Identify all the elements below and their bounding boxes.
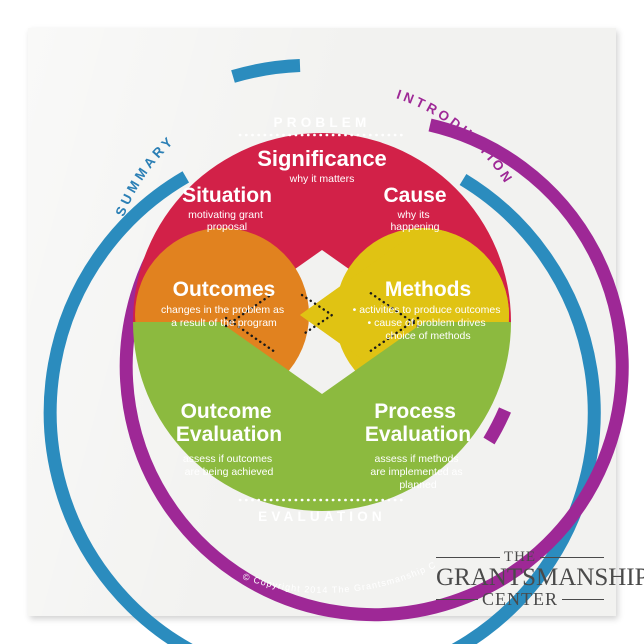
problem-item-cause-subtitle: why its happening	[390, 209, 439, 233]
evaluation-item-process-subtitle: assess if methods are implemented as pla…	[370, 453, 465, 491]
problem-item-cause-title: Cause	[383, 184, 446, 207]
problem-item-significance-title: Significance	[257, 146, 387, 171]
logo-center-row: CENTER	[436, 590, 604, 608]
problem-item-situation-title: Situation	[182, 184, 272, 207]
outcomes-subtitle: changes in the problem as a result of th…	[161, 304, 287, 329]
evaluation-item-process-title: Process Evaluation	[365, 400, 471, 446]
problem-item-significance-subtitle: why it matters	[289, 173, 355, 185]
logo-rule-right	[540, 557, 605, 558]
introduction-inner-ring	[119, 118, 629, 622]
logo-grantsmanship: GRANTSMANSHIP	[436, 564, 644, 591]
logo-rule-left	[436, 557, 500, 558]
evaluation-item-outcome-title: Outcome Evaluation	[176, 400, 282, 446]
grantsmanship-center-logo: THE GRANTSMANSHIP CENTER	[436, 549, 644, 608]
evaluation-heading: EVALUATION	[258, 509, 386, 524]
summary-outer-ring	[43, 59, 601, 644]
outcomes-title: Outcomes	[173, 278, 276, 301]
logo-center: CENTER	[482, 589, 558, 609]
evaluation-section[interactable]	[133, 322, 511, 511]
methods-bullets: • activities to produce outcomes • cause…	[353, 304, 504, 342]
methods-title: Methods	[385, 278, 471, 301]
problem-heading: PROBLEM	[274, 115, 371, 130]
notch-dotted-outlines	[224, 290, 420, 354]
logo-rule-left2	[436, 598, 478, 600]
problem-item-situation-subtitle: motivating grant proposal	[188, 209, 266, 233]
evaluation-item-outcome-subtitle: assess if outcomes are being achieved	[183, 453, 275, 478]
logo-the: THE	[503, 549, 537, 565]
logo-the-row: THE	[436, 549, 605, 565]
logo-rule-right2	[562, 598, 604, 600]
